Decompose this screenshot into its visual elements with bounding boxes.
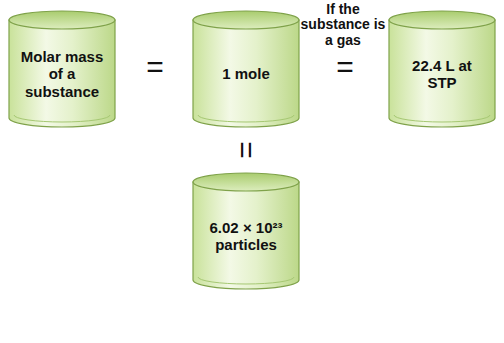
cylinder-base-rim — [198, 277, 294, 284]
cylinder-opening — [193, 11, 299, 29]
cylinder-box: 1 mole — [192, 10, 300, 128]
condition-note: If the substance is a gas — [300, 2, 386, 48]
cylinder-box: 22.4 L at STP — [388, 10, 496, 128]
equals-sign: = — [138, 52, 172, 82]
cylinder-base-rim — [14, 115, 110, 122]
cylinder-base-rim — [394, 115, 490, 122]
cylinder-body — [389, 20, 495, 127]
equals-sign: = — [231, 133, 261, 167]
cylinder-box: Molar mass of a substance — [8, 10, 116, 128]
cylinder-box: 6.02 × 10²³ particles — [192, 172, 300, 290]
cylinder-body — [193, 182, 299, 289]
cylinder-opening — [193, 173, 299, 191]
cylinder-label: 6.02 × 10²³ particles — [204, 219, 288, 254]
equals-sign: = — [328, 52, 362, 82]
cylinder-opening — [9, 11, 115, 29]
cylinder-body — [9, 20, 115, 127]
cylinder-opening — [389, 11, 495, 29]
cylinder-label: 22.4 L at STP — [400, 57, 484, 92]
cylinder-label: 1 mole — [222, 65, 270, 82]
cylinder-label: Molar mass of a substance — [20, 48, 104, 100]
cylinder-base-rim — [198, 115, 294, 122]
cylinder-body — [193, 20, 299, 127]
